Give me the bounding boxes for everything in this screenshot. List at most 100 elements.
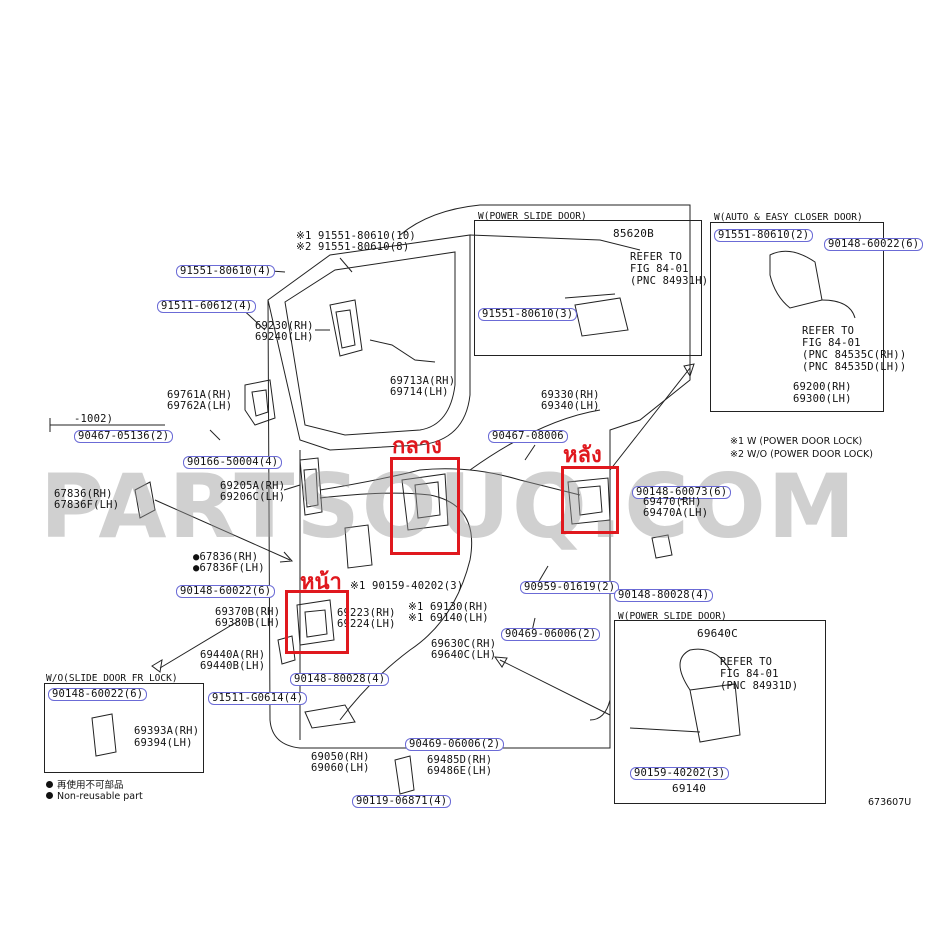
part-link[interactable]: 91511-60612(4) (157, 300, 257, 313)
part-link[interactable]: 90467-05136(2) (74, 430, 174, 443)
part-number: 69200(RH) (793, 381, 852, 393)
refer-line: FIG 84-01 (720, 668, 779, 680)
legend-en: Non-reusable part (46, 791, 143, 802)
part-callout[interactable]: ※1 91551-80610(10) (296, 230, 416, 242)
part-number[interactable]: 67836F(LH) (54, 499, 120, 511)
part-link[interactable]: 90148-60022(6) (824, 238, 924, 251)
arrow-upper-right (609, 367, 691, 471)
refer-line: FIG 84-01 (802, 337, 861, 349)
bullet-icon (46, 781, 53, 788)
part-link[interactable]: 90467-08006 (488, 430, 568, 443)
part-number[interactable]: 69470A(LH) (643, 507, 709, 519)
box-auto-closer (710, 222, 884, 412)
arrow-upper-right-head (683, 363, 695, 378)
lock-cable-2 (319, 492, 473, 721)
part-number[interactable]: 69380B(LH) (215, 617, 281, 629)
part-number[interactable]: 69470(RH) (643, 496, 702, 508)
part-number: 69393A(RH) (134, 725, 200, 737)
leader-7 (524, 444, 536, 461)
part-number: 69640C (697, 627, 738, 640)
part-link[interactable]: 90148-60022(6) (176, 585, 276, 598)
leader-5 (209, 429, 221, 441)
refer-line: (PNC 84931H) (630, 275, 709, 287)
arrow-lower-right-head (493, 656, 508, 668)
box2-closer (769, 250, 823, 309)
part-number[interactable]: 67836(RH) (54, 488, 113, 500)
part-number[interactable]: 69714(LH) (390, 386, 449, 398)
part-link[interactable]: 90959-01619(2) (520, 581, 620, 594)
part-number: 69140 (672, 782, 707, 795)
lock-cable (319, 468, 581, 496)
part-number[interactable]: 69440B(LH) (200, 660, 266, 672)
bracket-line (49, 418, 165, 432)
part-number[interactable]: ※1 69140(LH) (408, 612, 489, 624)
part-number[interactable]: 69050(RH) (311, 751, 370, 763)
leader-2 (339, 257, 353, 273)
part-number[interactable]: 69223(RH) (337, 607, 396, 619)
part-link[interactable]: 90469-06006(2) (501, 628, 601, 641)
box3-harness (679, 648, 731, 691)
part-number[interactable]: 69761A(RH) (167, 389, 233, 401)
part-link[interactable]: 91551-80610(2) (714, 229, 814, 242)
box-title: W(POWER SLIDE DOOR) (618, 611, 727, 622)
part-callout[interactable]: ※1 90159-40202(3) (350, 580, 464, 592)
part-number[interactable]: 69340(LH) (541, 400, 600, 412)
part-number[interactable]: ※1 69130(RH) (408, 601, 489, 613)
refer-line: (PNC 84931D) (720, 680, 799, 692)
refer-line: REFER TO (720, 656, 773, 668)
legend-en-text: Non-reusable part (57, 791, 143, 802)
part-link[interactable]: 90166-50004(4) (183, 456, 283, 469)
handle-rod (369, 339, 436, 363)
part-number[interactable]: 69440A(RH) (200, 649, 266, 661)
part-number[interactable]: 69485D(RH) (427, 754, 493, 766)
box3-rod (629, 727, 701, 733)
part-number[interactable]: ●67836(RH) (193, 551, 259, 563)
part-number[interactable]: 69762A(LH) (167, 400, 233, 412)
door-panel-right (589, 430, 611, 721)
box-wo-slide-door (44, 683, 204, 773)
part-number[interactable]: ●67836F(LH) (193, 562, 265, 574)
box3-motor (689, 683, 741, 743)
part-number[interactable]: 69224(LH) (337, 618, 396, 630)
part-link[interactable]: 90148-80028(4) (290, 673, 390, 686)
part-number[interactable]: 69206C(LH) (220, 491, 286, 503)
part-link[interactable]: 90148-60073(6) (632, 486, 732, 499)
part-link[interactable]: 90159-40202(3) (630, 767, 730, 780)
part-number[interactable]: 69240(LH) (255, 331, 314, 343)
part-callout[interactable]: ※2 91551-80610(8) (296, 241, 410, 253)
part-link[interactable]: 90148-80028(4) (614, 589, 714, 602)
part-number[interactable]: 69370B(RH) (215, 606, 281, 618)
part-number[interactable]: 69713A(RH) (390, 375, 456, 387)
refer-line: REFER TO (630, 251, 683, 263)
annotation-front: หน้า (300, 570, 342, 595)
part-number[interactable]: 69060(LH) (311, 762, 370, 774)
annotation-rear: หลัง (563, 443, 602, 468)
refer-line: (PNC 84535D(LH)) (802, 361, 907, 373)
arrow-lower-left-head (151, 659, 163, 673)
box-title: W(POWER SLIDE DOOR) (478, 211, 587, 222)
legend-jp-text: 再使用不可部品 (57, 780, 124, 791)
part-number[interactable]: 69630C(RH) (431, 638, 497, 650)
part-number[interactable]: 69205A(RH) (220, 480, 286, 492)
door-outline (267, 234, 471, 451)
part-link[interactable]: 90119-06871(4) (352, 795, 452, 808)
note-power-lock: ※1 W (POWER DOOR LOCK) (730, 436, 863, 447)
arrow-lower-right (499, 659, 611, 716)
inside-handle (244, 379, 276, 426)
part-number[interactable]: 69230(RH) (255, 320, 314, 332)
lower-bracket (394, 755, 415, 795)
part-link[interactable]: 90469-06006(2) (405, 738, 505, 751)
outside-handle (329, 299, 363, 357)
part-link[interactable]: 91551-80610(3) (478, 308, 578, 321)
part-link[interactable]: 90148-60022(6) (48, 688, 148, 701)
box-title: W(AUTO & EASY CLOSER DOOR) (714, 212, 863, 223)
part-link[interactable]: 91551-80610(4) (176, 265, 276, 278)
part-number[interactable]: 69486E(LH) (427, 765, 493, 777)
part-note: -1002) (74, 413, 114, 425)
annotation-middle: กลาง (392, 434, 442, 459)
part-number[interactable]: 69640C(LH) (431, 649, 497, 661)
box2-wire (821, 299, 856, 319)
part-number[interactable]: 69330(RH) (541, 389, 600, 401)
refer-line: REFER TO (802, 325, 855, 337)
part-link[interactable]: 91511-G0614(4) (208, 692, 308, 705)
